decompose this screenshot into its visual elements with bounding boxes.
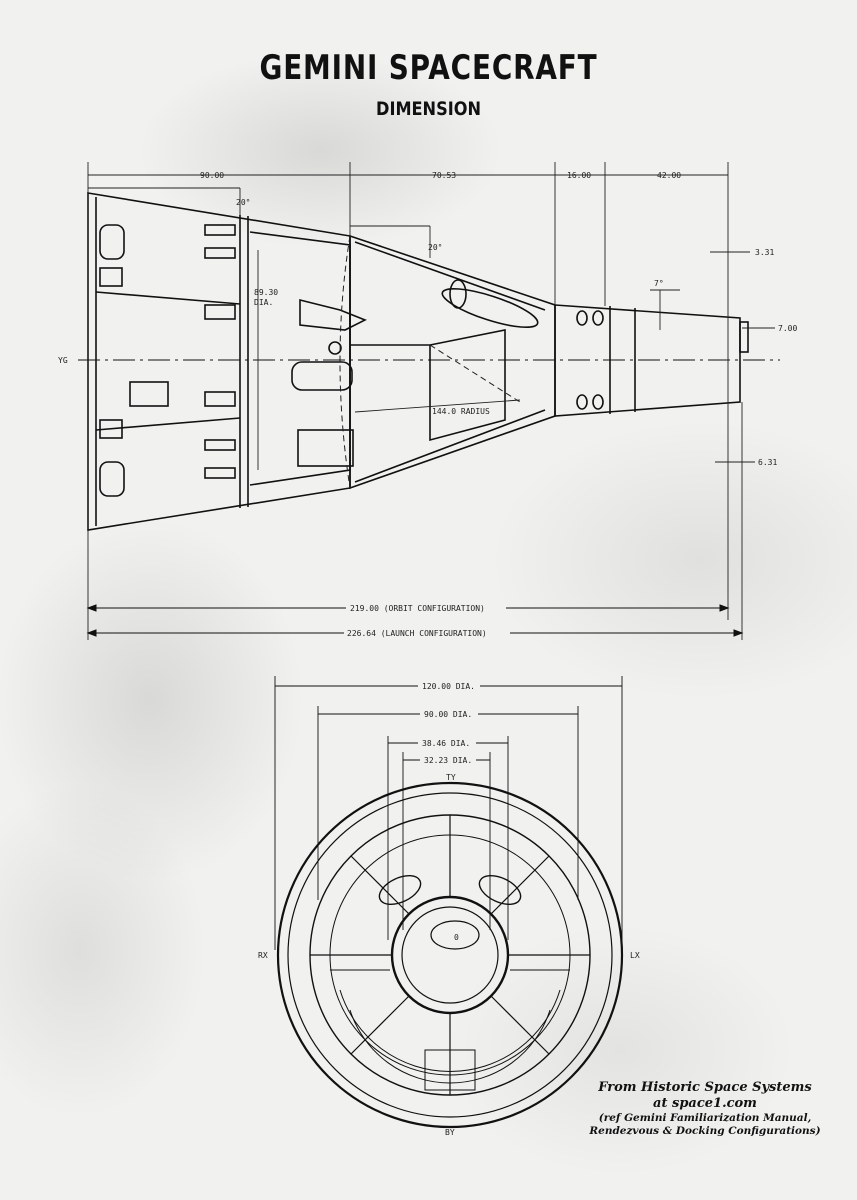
- credit-line-1: From Historic Space Systems: [598, 1080, 812, 1095]
- end-dia-4: 32.23 DIA.: [424, 756, 472, 765]
- right-dimensions: [710, 251, 775, 463]
- radius-label: 144.0 RADIUS: [432, 407, 490, 416]
- launch-config-label: 226.64 (LAUNCH CONFIGURATION): [347, 629, 487, 638]
- right-dim-3: 6.31: [758, 458, 777, 467]
- label-left: RX: [258, 951, 268, 960]
- end-view-body: [276, 781, 624, 1129]
- label-top: TY: [446, 773, 456, 782]
- angle-label-3: 7°: [654, 279, 664, 288]
- side-view-outline: [87, 192, 749, 531]
- label-bottom: BY: [445, 1128, 455, 1137]
- dia-label-value: 89.30: [254, 288, 278, 297]
- dim-top-2: 70.53: [432, 171, 456, 180]
- center-mark: 0: [454, 933, 459, 942]
- dim-top-1: 90.00: [200, 171, 224, 180]
- angle-label-2: 20°: [428, 243, 442, 252]
- right-dim-1: 3.31: [755, 248, 774, 257]
- axis-label: YG: [58, 356, 68, 365]
- orbit-config-label: 219.00 (ORBIT CONFIGURATION): [350, 604, 485, 613]
- end-dia-3: 38.46 DIA.: [422, 739, 470, 748]
- end-dia-1: 120.00 DIA.: [422, 682, 475, 691]
- credit-line-3: (ref Gemini Familiarization Manual,: [598, 1112, 812, 1124]
- angle-label-1: 20°: [236, 198, 250, 207]
- credit-line-2: at space1.com: [653, 1096, 757, 1111]
- dim-top-4: 42.00: [657, 171, 681, 180]
- dia-label-unit: DIA.: [254, 298, 273, 307]
- credit-block: From Historic Space Systems at space1.co…: [560, 1080, 850, 1138]
- credit-line-4: Rendezvous & Docking Configurations): [589, 1125, 821, 1137]
- right-dim-2: 7.00: [778, 324, 797, 333]
- hidden-lines: [339, 235, 521, 489]
- dim-top-3: 16.00: [567, 171, 591, 180]
- end-dia-2: 90.00 DIA.: [424, 710, 472, 719]
- label-right: LX: [630, 951, 640, 960]
- page-title: GEMINI SPACECRAFT: [259, 48, 598, 88]
- top-dimensions: [87, 162, 743, 640]
- page-subtitle: DIMENSION: [376, 98, 481, 120]
